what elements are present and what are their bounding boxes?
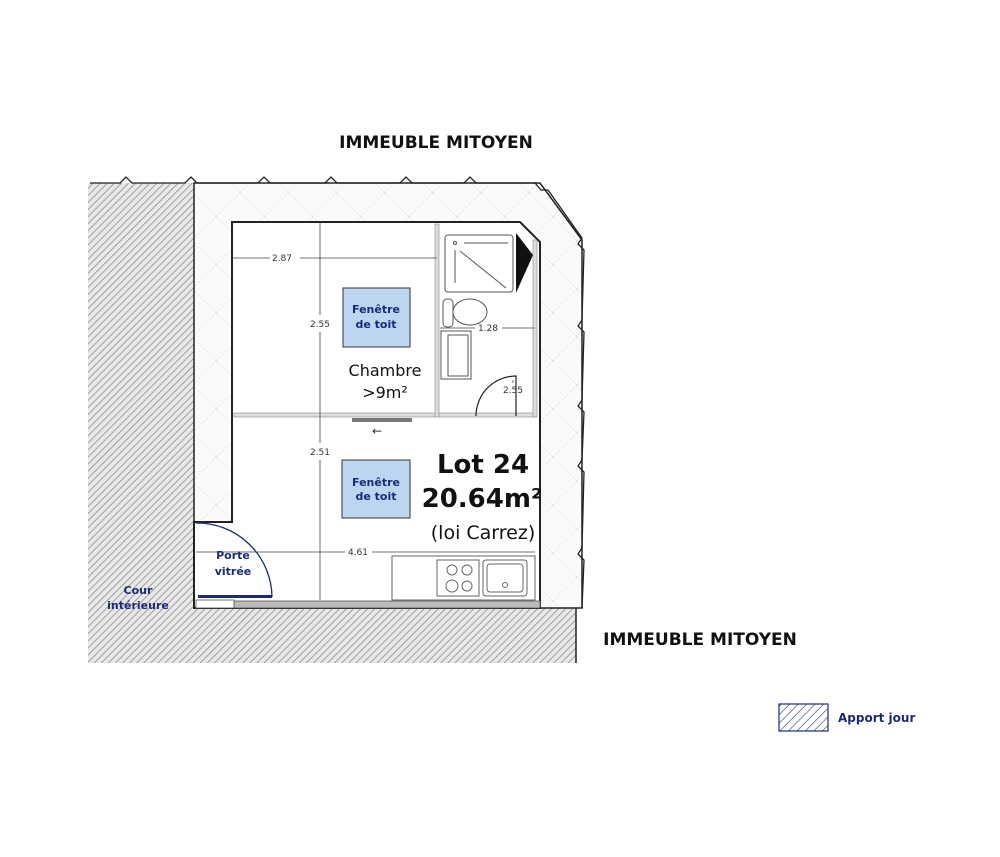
dimension-lines <box>196 222 535 600</box>
legend-label: Apport jour <box>838 711 915 725</box>
skylight-living: Fenêtre de toit <box>341 459 411 519</box>
right-boundary-zigzag <box>547 189 585 609</box>
glass-door <box>195 522 273 598</box>
kitchen-counter <box>391 555 536 601</box>
bathroom-door <box>475 375 517 417</box>
skylight-label: Fenêtre <box>352 476 400 489</box>
skylight-bedroom: Fenêtre de toit <box>342 287 411 348</box>
toilet <box>442 298 488 328</box>
neighbor-label-bottom: IMMEUBLE MITOYEN <box>603 630 797 650</box>
skylight-label: de toit <box>355 318 396 331</box>
neighbor-label-top: IMMEUBLE MITOYEN <box>339 133 533 153</box>
skylight-label: de toit <box>355 490 396 503</box>
lot-title: Lot 24 <box>437 450 529 480</box>
dim-bedroom-width: 2.87 <box>272 254 292 264</box>
dim-total-width: 4.61 <box>348 548 368 558</box>
lot-area: 20.64m² <box>422 484 543 514</box>
dim-bedroom-depth: 2.55 <box>310 320 330 330</box>
shower <box>444 234 514 293</box>
courtyard-label: Cour <box>124 584 153 597</box>
partition-bathroom <box>434 223 440 418</box>
skylight-label: Fenêtre <box>352 303 400 316</box>
bedroom-area: >9m² <box>362 383 408 402</box>
courtyard-hatch <box>88 183 577 663</box>
washbasin <box>440 330 472 380</box>
sliding-door <box>352 418 412 422</box>
lot-area-note: (loi Carrez) <box>431 522 536 544</box>
dim-bathroom-width: 1.28 <box>478 324 498 334</box>
partition-bedroom <box>233 412 437 418</box>
top-boundary-zigzag <box>90 176 548 191</box>
glass-door-label: Porte <box>216 549 250 562</box>
dim-living-depth: 2.51 <box>310 448 330 458</box>
glass-door-label: vitrée <box>215 565 252 578</box>
legend: Apport jour <box>778 703 915 732</box>
bottom-wall <box>233 600 541 609</box>
courtyard-label: intérieure <box>107 599 169 612</box>
duct-corner <box>516 233 533 293</box>
bedroom-name: Chambre <box>349 361 422 380</box>
legend-swatch-hatch <box>778 703 829 732</box>
sliding-arrow: ← <box>372 424 382 438</box>
dim-bathroom-depth: 2.55 <box>503 386 523 396</box>
